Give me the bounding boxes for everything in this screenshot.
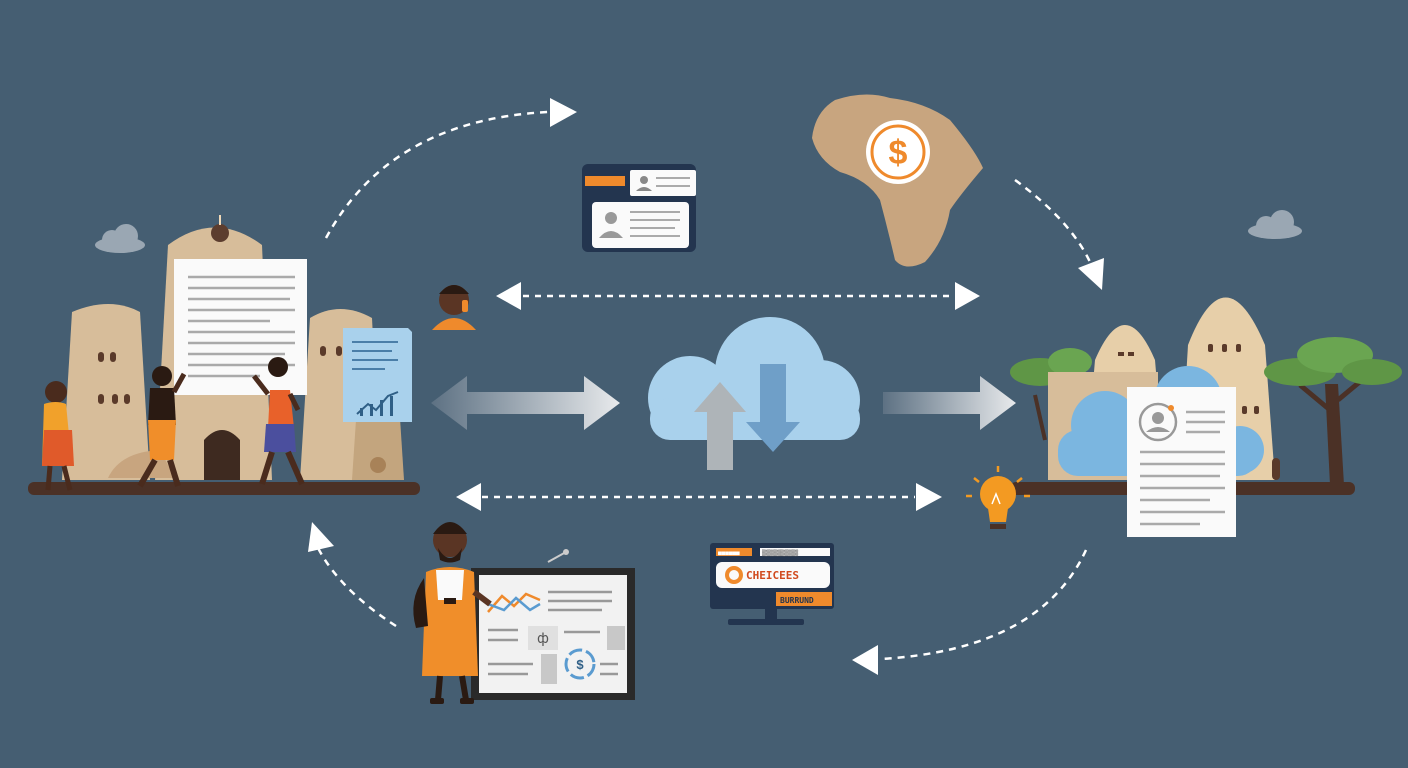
line-chart-icon: [487, 592, 541, 613]
profile-document: [1127, 387, 1236, 537]
upload-arrow-icon: [694, 382, 746, 470]
small-cloud-left: [95, 224, 145, 253]
monitor-dashboard-widget: ■■■■■■ ▒▒▒▒▒▒▒▒▒▒ CHEICEES BURRUND: [710, 543, 834, 625]
presentation-board: ф $: [471, 549, 635, 700]
profile-card-widget: [582, 164, 696, 252]
person-woman-left: [42, 381, 74, 491]
user-icon: [599, 212, 623, 238]
user-icon: [636, 176, 652, 191]
donut-chart-icon: [725, 566, 743, 584]
presenter-person: [413, 522, 492, 704]
dollar-icon: $: [576, 657, 584, 672]
person-man-right: [252, 357, 305, 486]
lightbulb-icon: [966, 466, 1030, 529]
cycle-arrow-top-left: [324, 98, 577, 239]
board-glyph-icon: ф: [537, 631, 549, 647]
cycle-arrow-bottom-right: [852, 549, 1088, 675]
person-on-phone: [432, 285, 476, 330]
arrow-cloud-to-right: [883, 376, 1016, 430]
cycle-arrow-bottom-left: [308, 522, 397, 628]
dashed-double-arrow-bottom: [456, 483, 942, 511]
double-arrow-left-cloud: [431, 376, 620, 430]
monitor-footer-text: BURRUND: [780, 596, 814, 605]
line-chart-icon: [356, 391, 399, 416]
cycle-arrow-top-right: [1014, 178, 1104, 290]
africa-map: $: [812, 94, 983, 267]
monitor-row-text: CHEICEES: [746, 569, 799, 582]
dollar-icon: $: [889, 134, 908, 172]
monitor-header-text: ▒▒▒▒▒▒▒▒▒▒: [762, 549, 799, 557]
person-man-middle: [137, 366, 187, 488]
download-arrow-icon: [746, 364, 800, 452]
small-cloud-right: [1248, 210, 1302, 239]
dollar-cycle-icon: $: [564, 648, 596, 680]
dashed-double-arrow-top: [496, 282, 980, 310]
monitor-tag-text: ■■■■■■: [718, 550, 740, 557]
central-cloud-icon: [648, 317, 860, 470]
user-icon: [1138, 402, 1178, 442]
document-large: [174, 259, 307, 395]
report-chart-document: [343, 328, 412, 422]
